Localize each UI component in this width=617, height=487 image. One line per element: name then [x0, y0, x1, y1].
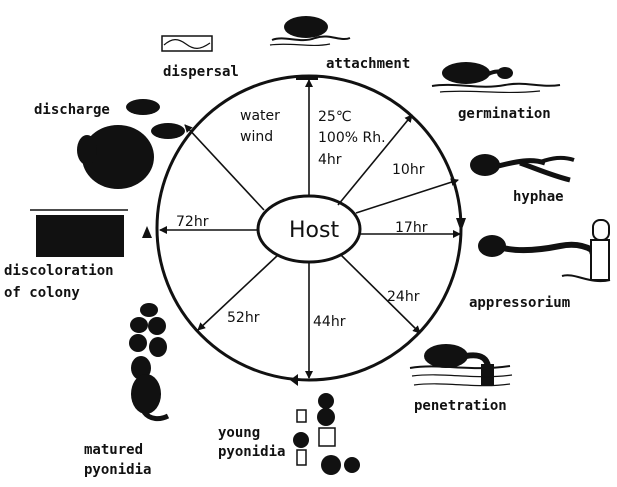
time-10hr: 10hr	[392, 162, 425, 178]
hyphae-illustration	[470, 154, 574, 180]
time-52hr: 52hr	[227, 310, 260, 326]
label-young-pycnidia: pyonidia	[218, 444, 285, 460]
arrow-17hr-upper	[356, 180, 458, 213]
label-discharge: discharge	[34, 102, 110, 118]
dispersal-illustration	[162, 36, 212, 51]
condition-temperature: 25℃	[318, 109, 352, 125]
agent-wind: wind	[240, 129, 273, 145]
appressorium-illustration	[478, 220, 610, 281]
label-of-colony: of colony	[4, 285, 80, 301]
label-attachment: attachment	[326, 56, 410, 72]
penetration-illustration	[410, 344, 512, 386]
attachment-illustration	[270, 16, 350, 45]
time-44hr: 44hr	[313, 314, 346, 330]
matured-pycnidia-illustration	[129, 303, 168, 419]
host-label: Host	[289, 218, 339, 243]
discoloration-illustration	[30, 210, 128, 257]
time-17hr: 17hr	[395, 220, 428, 236]
time-24hr: 24hr	[387, 289, 420, 305]
label-discoloration: discoloration	[4, 263, 114, 279]
young-pycnidia-illustration	[293, 393, 360, 475]
condition-duration: 4hr	[318, 152, 342, 168]
label-young: young	[218, 425, 260, 441]
arrow-10hr	[338, 115, 412, 205]
label-hyphae: hyphae	[513, 189, 564, 205]
label-appressorium: appressorium	[469, 295, 570, 311]
time-72hr: 72hr	[176, 214, 209, 230]
label-matured-pycnidia: pyonidia	[84, 462, 151, 478]
condition-humidity: 100% Rh.	[318, 130, 386, 146]
label-dispersal: dispersal	[163, 64, 239, 80]
agent-water: water	[240, 108, 280, 124]
label-matured: matured	[84, 442, 143, 458]
label-penetration: penetration	[414, 398, 507, 414]
label-germination: germination	[458, 106, 551, 122]
germination-illustration	[432, 62, 560, 92]
